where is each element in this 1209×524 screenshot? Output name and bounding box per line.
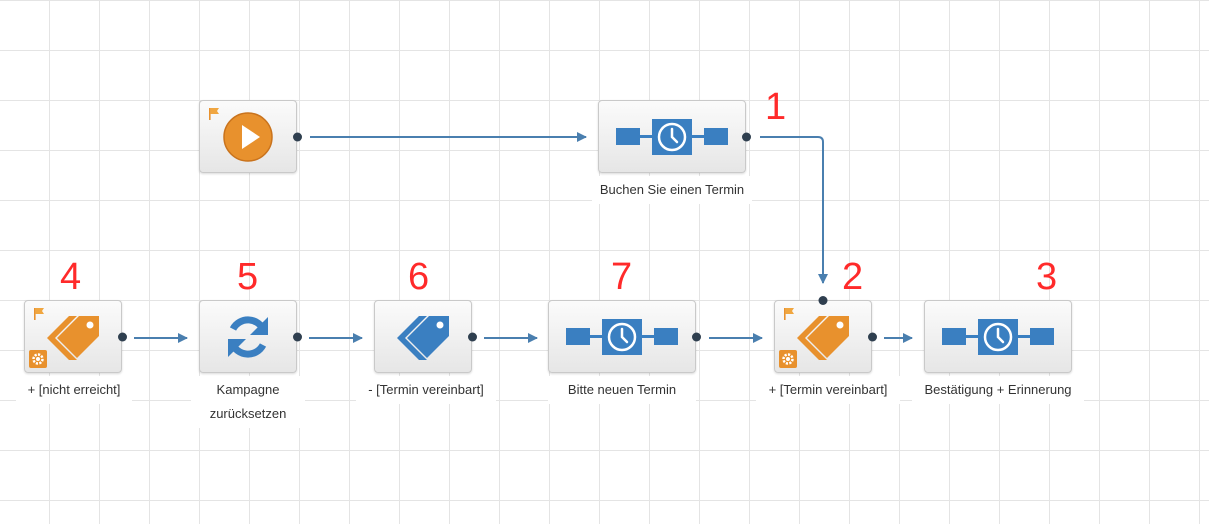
gear-icon xyxy=(779,350,797,368)
step-number-5: 5 xyxy=(237,256,259,298)
node-label-buchen: Buchen Sie einen Termin xyxy=(592,176,752,204)
timer-icon xyxy=(942,318,1054,355)
output-port[interactable] xyxy=(293,132,302,141)
output-port[interactable] xyxy=(868,332,877,341)
tag-icon xyxy=(397,315,449,360)
node-label-plus-vereinbart: + [Termin vereinbart] xyxy=(756,376,900,404)
tag-add-node-nicht-erreicht[interactable] xyxy=(24,300,127,373)
output-port[interactable] xyxy=(742,132,751,141)
step-number-4: 4 xyxy=(60,256,82,298)
input-port[interactable] xyxy=(818,296,828,305)
flag-icon xyxy=(34,308,44,320)
reset-campaign-node[interactable] xyxy=(199,300,302,373)
output-port[interactable] xyxy=(118,332,127,341)
connector-buchen-to-tag-vereinbart[interactable] xyxy=(760,136,828,284)
play-icon xyxy=(223,111,273,162)
wait-node-buchen[interactable] xyxy=(598,100,751,173)
start-node[interactable] xyxy=(199,100,302,173)
tag-add-node-vereinbart[interactable] xyxy=(774,296,877,373)
output-port[interactable] xyxy=(692,332,701,341)
step-number-3: 3 xyxy=(1036,256,1058,298)
node-label-minus-vereinbart: - [Termin vereinbart] xyxy=(356,376,496,404)
output-port[interactable] xyxy=(293,332,302,341)
step-number-2: 2 xyxy=(842,256,864,298)
step-number-6: 6 xyxy=(408,256,430,298)
flag-icon xyxy=(209,108,219,120)
node-label-reset: Kampagne zurücksetzen xyxy=(191,376,305,428)
gear-icon xyxy=(29,350,47,368)
tag-icon xyxy=(47,315,99,360)
output-port[interactable] xyxy=(468,332,477,341)
tag-remove-node-vereinbart[interactable] xyxy=(374,300,477,373)
flag-icon xyxy=(784,308,794,320)
tag-icon xyxy=(797,315,849,360)
node-label-bestaetigung: Bestätigung + Erinnerung xyxy=(912,376,1084,404)
step-number-1: 1 xyxy=(765,86,787,128)
step-number-7: 7 xyxy=(611,256,633,298)
wait-node-neu[interactable] xyxy=(548,300,701,373)
node-label-nicht-erreicht: + [nicht erreicht] xyxy=(16,376,132,404)
refresh-icon xyxy=(228,315,268,358)
timer-icon xyxy=(616,118,728,155)
wait-node-bestaetigung[interactable] xyxy=(924,300,1072,373)
node-label-bitte-neu: Bitte neuen Termin xyxy=(548,376,696,404)
timer-icon xyxy=(566,318,678,355)
